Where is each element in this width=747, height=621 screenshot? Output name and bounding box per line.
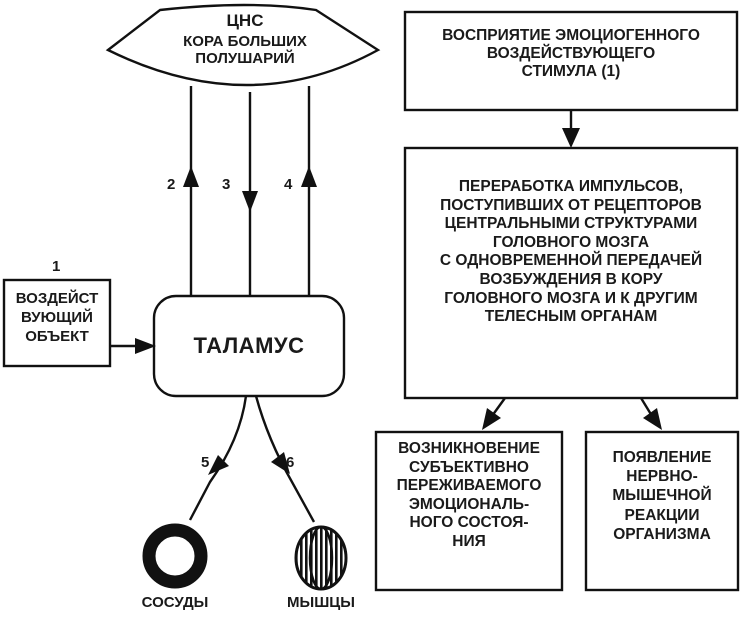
pathway-6-arrow: [271, 452, 290, 474]
processing-line-5: С ОДНОВРЕМЕННОЙ ПЕРЕДАЧЕЙ: [439, 252, 703, 270]
perception-text: ВОСПРИЯТИЕ ЭМОЦИОГЕННОГО ВОЗДЕЙСТВУЮЩЕГО…: [407, 27, 735, 81]
cns-cortex-line-2: ПОЛУШАРИЙ: [195, 50, 295, 68]
pathway-2-arrow-up: [183, 166, 199, 187]
pathway-5-arrow: [208, 455, 229, 475]
object-to-thalamus-arrow: [135, 338, 156, 354]
cns-cortex-shape: [105, 3, 381, 87]
processing-to-subjective-arrow: [482, 408, 501, 430]
processing-line-3: ЦЕНТРАЛЬНЫМИ СТРУКТУРАМИ: [444, 215, 698, 233]
vessels-icon: [142, 523, 208, 589]
pathway-5-line: [188, 395, 248, 521]
subjective-box: [374, 430, 564, 592]
cns-cortex-line-1: КОРА БОЛЬШИХ: [183, 33, 307, 50]
processing-line-2: ПОСТУПИВШИХ ОТ РЕЦЕПТОРОВ: [440, 196, 702, 214]
subjective-line-3: ПЕРЕЖИВАЕМОГО: [396, 477, 542, 495]
reaction-line-5: ОРГАНИЗМА: [613, 525, 711, 543]
subjective-line-2: СУБЪЕКТИВНО: [409, 458, 529, 476]
object-number: 1: [52, 258, 61, 275]
processing-line-7: ГОЛОВНОГО МОЗГА И К ДРУГИМ: [444, 289, 698, 307]
subjective-line-4: ЭМОЦИОНАЛЬ-: [408, 495, 530, 513]
muscles-icon: [294, 525, 348, 591]
processing-to-reaction-arrow: [643, 408, 662, 430]
subjective-line-6: НИЯ: [452, 532, 486, 550]
muscles-icon-fiber: [308, 525, 334, 591]
processing-box: [403, 146, 739, 400]
processing-line-6: ВОЗБУЖДЕНИЯ В КОРУ: [479, 270, 663, 288]
thalamus-label: ТАЛАМУС: [193, 333, 305, 358]
processing-line-1: ПЕРЕРАБОТКА ИМПУЛЬСОВ,: [458, 178, 684, 195]
reaction-line-1: ПОЯВЛЕНИЕ: [612, 449, 712, 466]
pathway-3-arrow-down: [242, 191, 258, 212]
reaction-box: [584, 430, 740, 592]
pathway-2-number: 2: [167, 176, 176, 193]
pathway-6-line: [254, 395, 316, 523]
pathway-3-number: 3: [222, 176, 231, 193]
pathway-4-arrow-up: [301, 166, 317, 187]
reaction-text: ПОЯВЛЕНИЕ НЕРВНО- МЫШЕЧНОЙ РЕАКЦИИ ОРГАН…: [588, 448, 736, 544]
object-line-2: ВУЮЩИЙ: [21, 309, 93, 327]
pathway-6-number: 6: [286, 454, 295, 471]
subjective-text: ВОЗНИКНОВЕНИЕ СУБЪЕКТИВНО ПЕРЕЖИВАЕМОГО …: [378, 440, 560, 552]
reaction-line-4: РЕАКЦИИ: [624, 506, 700, 524]
subjective-line-1: ВОЗНИКНОВЕНИЕ: [398, 440, 540, 457]
processing-line-8: ТЕЛЕСНЫМ ОРГАНАМ: [484, 308, 658, 326]
perception-to-processing-arrow: [562, 128, 580, 148]
pathway-5-number: 5: [201, 454, 210, 471]
cns-title: ЦНС: [226, 11, 264, 30]
perception-line-3: СТИМУЛА (1): [521, 62, 621, 80]
perception-box: [403, 10, 739, 112]
processing-line-4: ГОЛОВНОГО МОЗГА: [492, 233, 650, 251]
subjective-line-5: НОГО СОСТОЯ-: [409, 514, 529, 532]
pathway-4-number: 4: [284, 176, 293, 193]
object-line-1: ВОЗДЕЙСТ: [15, 290, 99, 307]
reaction-line-2: НЕРВНО-: [626, 468, 698, 486]
muscles-label: МЫШЦЫ: [287, 594, 355, 611]
processing-to-subjective-line: [491, 397, 506, 417]
processing-text: ПЕРЕРАБОТКА ИМПУЛЬСОВ, ПОСТУПИВШИХ ОТ РЕ…: [407, 178, 735, 327]
object-line-3: ОБЪЕКТ: [25, 328, 89, 346]
reaction-line-3: МЫШЕЧНОЙ: [612, 487, 712, 505]
object-label: ВОЗДЕЙСТ ВУЮЩИЙ ОБЪЕКТ: [4, 289, 110, 347]
perception-line-1: ВОСПРИЯТИЕ ЭМОЦИОГЕННОГО: [442, 27, 700, 44]
cns-cortex-label: КОРА БОЛЬШИХ ПОЛУШАРИЙ: [140, 33, 350, 68]
object-box: [2, 278, 112, 368]
perception-line-2: ВОЗДЕЙСТВУЮЩЕГО: [486, 44, 656, 62]
vessels-label: СОСУДЫ: [141, 594, 209, 611]
